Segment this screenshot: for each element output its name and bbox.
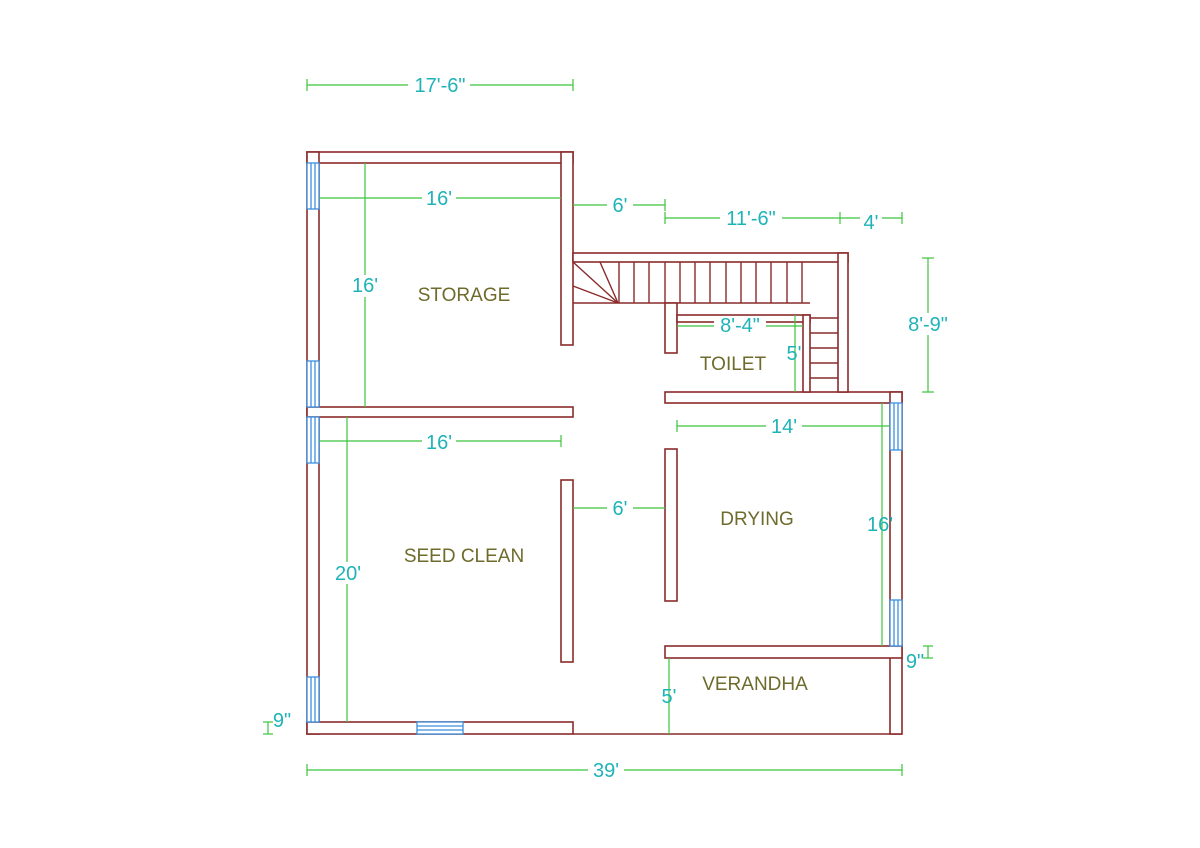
windows: [306, 162, 903, 735]
dim-stair-length: 11'-6": [726, 208, 775, 230]
dim-drying-height: 16': [867, 514, 893, 536]
dim-overall-width: 39': [593, 760, 619, 782]
wall-drying-left: [664, 448, 678, 602]
room-drying: DRYING: [720, 509, 794, 530]
wall-toilet-left: [664, 302, 678, 354]
wall-seed-right: [560, 479, 574, 663]
dim-drying-width: 14': [771, 416, 797, 438]
dim-verandha-depth: 5': [662, 686, 677, 708]
dim-seed-height: 20': [335, 563, 361, 585]
wall-verandha-top: [664, 645, 903, 659]
staircase: [572, 261, 838, 379]
dim-toilet-height: 5': [787, 343, 802, 365]
wall-storage-right: [560, 151, 574, 346]
room-storage: STORAGE: [418, 285, 511, 306]
window: [889, 599, 903, 647]
wall-stair-top: [572, 252, 849, 263]
walls: [306, 151, 903, 735]
room-verandha: VERANDHA: [702, 674, 808, 695]
dim-storage-width: 16': [426, 188, 452, 210]
wall-drying-top: [664, 391, 903, 404]
dimension-lines: [263, 79, 934, 776]
window: [306, 676, 320, 723]
dim-wall-left: 9": [273, 710, 291, 732]
wall-toilet-right: [802, 314, 811, 393]
dim-toilet-width: 8'-4": [720, 315, 760, 337]
room-labels: STORAGE SEED CLEAN TOILET DRYING VERANDH…: [404, 285, 808, 695]
wall-stair-right: [837, 252, 849, 393]
dim-stair-height: 8'-9": [908, 314, 948, 336]
window: [306, 162, 320, 210]
dim-passage-mid: 6': [613, 498, 628, 520]
window: [306, 416, 320, 464]
window: [889, 402, 903, 451]
room-toilet: TOILET: [700, 354, 767, 375]
dim-wall-right: 9": [906, 651, 924, 673]
room-seed-clean: SEED CLEAN: [404, 546, 524, 567]
window: [306, 360, 320, 408]
dim-seed-width: 16': [426, 432, 452, 454]
wall-top-storage: [306, 151, 574, 164]
dim-passage-top: 6': [613, 195, 628, 217]
window: [416, 721, 464, 735]
wall-storage-seed: [306, 406, 574, 418]
dimension-labels: 17'-6" 16' 16' 6' 11'-6" 4' 8'-9" 8'-4" …: [273, 74, 953, 782]
dim-storage-height: 16': [352, 275, 378, 297]
dim-stair-width: 4': [864, 212, 879, 234]
dim-top-overall: 17'-6": [415, 75, 466, 97]
